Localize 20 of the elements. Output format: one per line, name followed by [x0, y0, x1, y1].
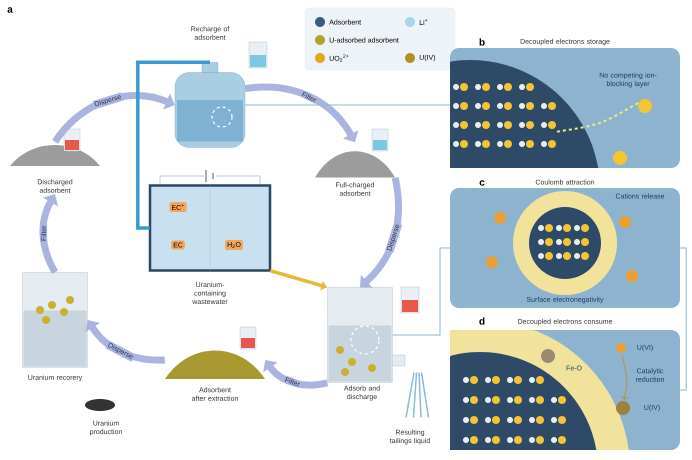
beaker-drawing: [22, 272, 88, 368]
process-arrow: [263, 360, 328, 389]
connector-line: [392, 248, 450, 336]
panel-drawing: [450, 330, 680, 450]
pipe: [136, 60, 210, 230]
beaker-drawing: [327, 286, 420, 383]
electrolytic-cell-drawing: [148, 170, 272, 272]
pile-drawing: [165, 326, 265, 379]
panel-drawing: [450, 188, 680, 308]
tank-drawing: [174, 42, 268, 148]
pile-drawing: [315, 128, 395, 178]
disc-drawing: [85, 399, 115, 411]
pile-drawing: [10, 128, 100, 166]
connector-line: [244, 104, 450, 106]
panel-drawing: [450, 48, 680, 168]
panel-letter: c: [480, 180, 484, 186]
panel-letter: a: [8, 7, 13, 13]
panel-letter: d: [479, 317, 484, 325]
water-spray-drawing: [405, 372, 430, 418]
connector-line: [680, 248, 687, 390]
